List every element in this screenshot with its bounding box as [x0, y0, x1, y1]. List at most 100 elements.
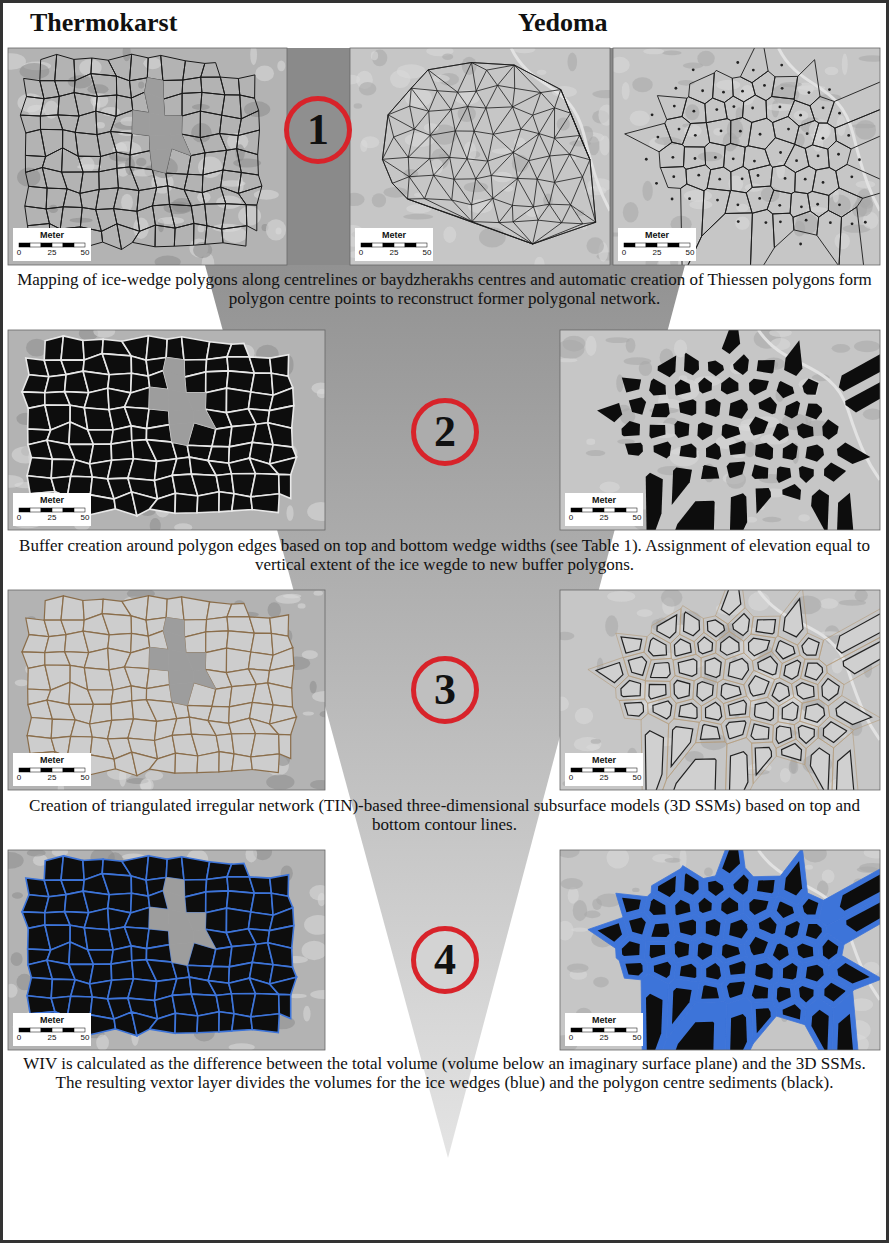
scale-unit: Meter	[40, 756, 64, 765]
ice-wedge-polygon	[44, 596, 63, 620]
texture-spot	[575, 708, 593, 725]
texture-spot	[593, 977, 609, 988]
step-caption: Mapping of ice-wedge polygons along cent…	[14, 270, 875, 308]
panel-content	[350, 48, 610, 265]
scale-segment	[604, 768, 615, 772]
polygon-centre	[658, 356, 677, 378]
top-contour	[805, 738, 834, 790]
ice-wedge-polygon	[205, 226, 223, 245]
texture-spot	[767, 104, 793, 111]
polygon-centre	[837, 1014, 855, 1050]
thiessen-polygon	[772, 76, 798, 99]
texture-spot	[143, 58, 161, 70]
texture-spot	[851, 124, 875, 128]
scale-segment	[74, 508, 85, 512]
polygon-centre	[706, 963, 721, 979]
scale-segment	[63, 243, 74, 247]
ice-wedge-polygon	[26, 168, 48, 189]
texture-spot	[371, 51, 378, 60]
thiessen-polygon	[827, 65, 880, 128]
step-number: 4	[434, 938, 456, 982]
ice-wedge-polygon	[237, 149, 259, 175]
polygon-centre	[729, 493, 747, 530]
ice-wedge-polygon	[182, 92, 202, 116]
polygon-centre	[622, 421, 641, 436]
texture-spot	[832, 344, 850, 353]
texture-spot	[776, 161, 785, 178]
centre-point	[694, 157, 697, 160]
polygon-centre	[672, 468, 692, 505]
polygon-centre	[730, 1014, 747, 1050]
texture-spot	[309, 885, 325, 900]
ice-wedge-polygon	[248, 929, 269, 945]
texture-spot	[12, 892, 23, 898]
scale-segment	[63, 508, 74, 512]
image-panel	[340, 46, 620, 272]
texture-spot	[819, 598, 838, 608]
texture-spot	[585, 336, 596, 356]
ice-wedge-polygon	[251, 754, 279, 773]
scale-ground	[13, 493, 91, 526]
ground-texture	[15, 590, 325, 790]
lake-area	[132, 110, 149, 135]
scale-segment	[30, 1028, 41, 1032]
texture-spot	[684, 190, 712, 202]
ice-wedge-area	[641, 973, 669, 1050]
bottom-contour	[664, 759, 716, 790]
texture-spot	[740, 85, 755, 105]
lake-area	[169, 411, 194, 425]
texture-spot	[598, 104, 610, 125]
centre-point	[799, 114, 802, 117]
ice-wedge-area	[725, 998, 754, 1051]
scale-segment	[19, 768, 30, 772]
texture-spot	[90, 93, 108, 108]
centre-point	[828, 88, 831, 91]
centre-point	[716, 199, 719, 202]
texture-spot	[747, 768, 755, 775]
thiessen-polygon	[808, 191, 829, 217]
top-contour	[623, 652, 651, 680]
scale-unit: Meter	[40, 496, 64, 505]
texture-spot	[354, 103, 362, 108]
texture-spot	[698, 152, 722, 161]
ice-wedge-polygon	[220, 134, 239, 151]
polygon-centre	[756, 1008, 771, 1033]
bottom-contour	[756, 620, 775, 634]
centre-point	[714, 156, 717, 159]
polygon-centre	[784, 861, 802, 896]
ice-wedge-polygon	[45, 375, 66, 393]
panel-content	[560, 850, 880, 1050]
ice-wedge-area	[616, 936, 646, 961]
scale-segment	[41, 508, 52, 512]
ice-wedge-polygon	[232, 754, 253, 771]
texture-spot	[622, 82, 630, 100]
thiessen-polygon	[746, 186, 774, 213]
step-caption: Buffer creation around polygon edges bas…	[14, 536, 875, 574]
ice-wedge-polygon	[163, 93, 182, 116]
texture-spot	[283, 594, 302, 599]
ice-wedge-area	[746, 980, 773, 1004]
bottom-contour	[751, 724, 769, 740]
bottom-contour	[728, 700, 746, 715]
ice-wedge-polygon	[75, 111, 97, 135]
texture-spot	[586, 237, 604, 254]
ice-wedge-polygon	[182, 77, 202, 93]
ice-wedge-polygon	[172, 977, 191, 995]
texture-spot	[599, 136, 610, 156]
thiessen-network	[625, 48, 880, 265]
polygon-centre	[837, 443, 870, 464]
centre-point	[847, 134, 850, 137]
ice-wedge-area	[645, 918, 675, 941]
polygon-centre	[625, 443, 643, 456]
thiessen-polygon	[705, 142, 726, 169]
polygon-centre	[654, 442, 672, 459]
ice-wedge-polygon	[22, 635, 49, 653]
polygon-centre	[845, 370, 880, 413]
polygon-centre	[722, 424, 741, 439]
texture-spot	[96, 1035, 109, 1050]
polygon-centre	[649, 425, 665, 439]
ice-wedge-polygon	[220, 115, 242, 135]
image-panels	[0, 34, 889, 1090]
polygon-centre	[622, 377, 641, 392]
ice-wedge-polygon	[88, 755, 116, 775]
